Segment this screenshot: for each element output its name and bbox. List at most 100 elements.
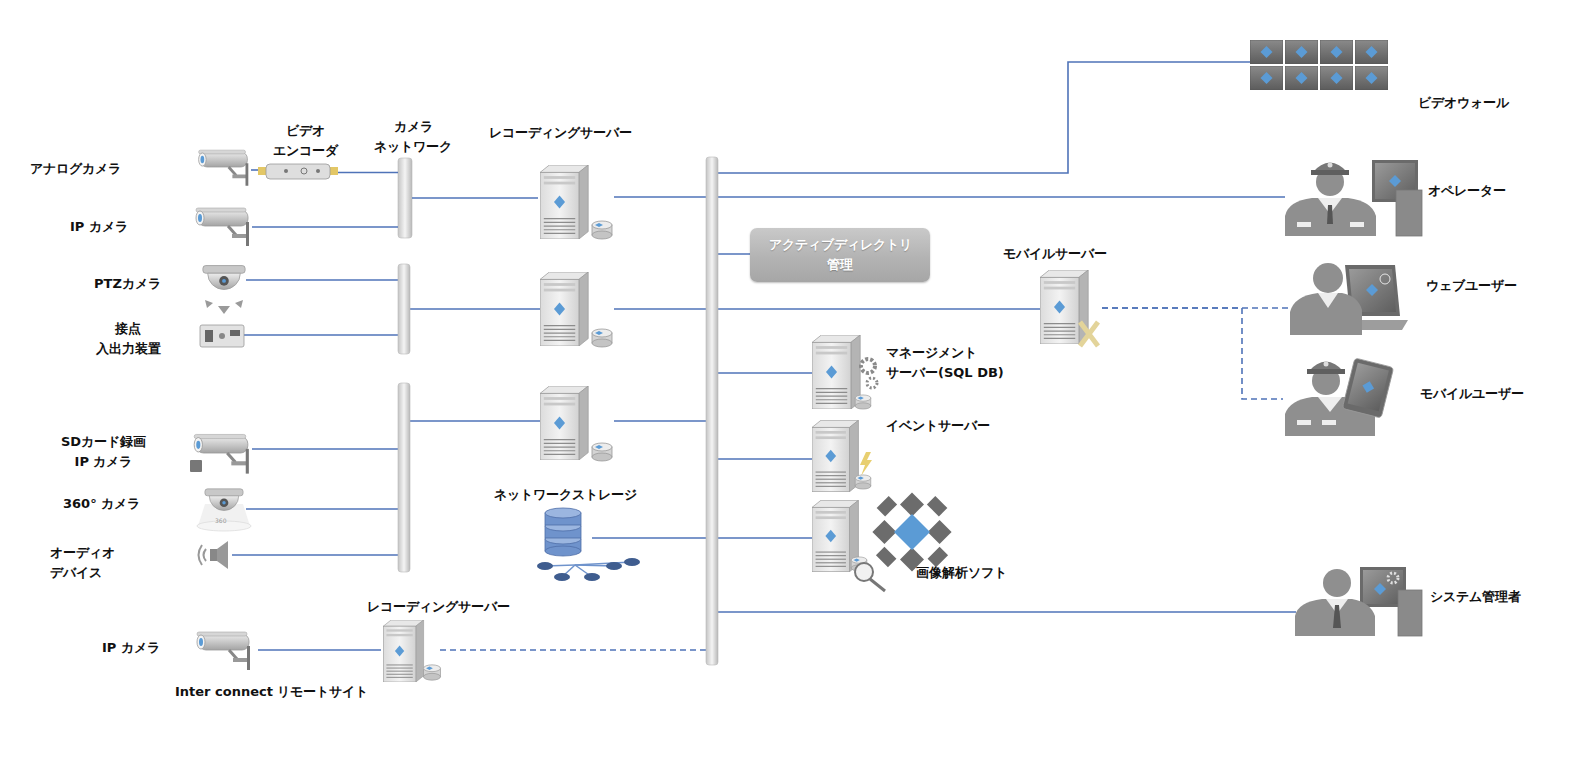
node-label: オペレーター [1428, 181, 1518, 201]
wire [614, 196, 706, 198]
device-node: カメラ ネットワーク [398, 158, 412, 238]
pc-tower [1398, 590, 1422, 636]
wire [246, 508, 398, 510]
backbone-bar [706, 157, 718, 665]
wire [232, 554, 398, 556]
collar [1318, 293, 1338, 308]
screen-tile [1355, 66, 1388, 90]
wire [718, 253, 752, 255]
device-node: マネージメント サーバー(SQL DB) [810, 333, 882, 411]
video-encoder-icon [258, 164, 338, 179]
cap-brim [1311, 170, 1349, 175]
network-bar [398, 264, 410, 354]
cap-brim [1307, 369, 1345, 374]
puzzle-piece [928, 520, 952, 544]
device-node: アナログカメラ [193, 150, 251, 190]
wire [718, 458, 812, 460]
tablet-body [1342, 358, 1393, 418]
node-label: レコーディングサーバー [358, 597, 518, 617]
node-label: モバイルユーザー [1420, 384, 1540, 404]
wire [410, 308, 540, 310]
network-link [412, 197, 538, 199]
network-link [252, 226, 398, 228]
screen-tile [1285, 40, 1318, 64]
disk-icon [424, 665, 441, 680]
network-bar [398, 158, 412, 238]
device-node: モバイルサーバー [1038, 268, 1102, 348]
device-node: オーディオ デバイス [196, 538, 236, 574]
badge [1297, 420, 1311, 425]
node-label: SDカード録画 IP カメラ [56, 432, 151, 472]
node-label: カメラ ネットワーク [368, 117, 458, 157]
wire [718, 62, 1250, 173]
cap-badge [1324, 362, 1329, 367]
wire [718, 196, 1285, 198]
device-node: ビデオウォール [1246, 36, 1390, 94]
person-body [1285, 198, 1376, 236]
speaker-cone [217, 541, 228, 569]
screen-tile [1285, 66, 1318, 90]
lightning [860, 452, 872, 476]
globe [1380, 274, 1390, 284]
wire [410, 420, 540, 422]
wire [614, 420, 706, 422]
system-admin-figure [1295, 567, 1422, 636]
device-node: ウェブユーザー [1288, 261, 1408, 337]
server-icon [540, 165, 588, 239]
sd-camera-icon [194, 434, 249, 473]
tablet-screen [1348, 363, 1389, 411]
site-label: Inter connect リモートサイト [175, 683, 368, 701]
screen-diamond [1374, 583, 1386, 595]
server-icon [540, 386, 588, 460]
puzzle-piece [900, 492, 924, 516]
directory-box: アクティブディレクトリ 管理 [750, 228, 930, 282]
operator-figure [1285, 160, 1422, 236]
node-label: ビデオ エンコーダ [265, 121, 345, 161]
cylinder [545, 508, 581, 518]
person-body [1290, 293, 1362, 335]
knob [301, 168, 307, 174]
wire [246, 279, 398, 281]
mobile-mark [1080, 322, 1098, 346]
analog-camera-icon [199, 150, 249, 186]
disk-icon [592, 329, 612, 347]
device-node: ネットワークストレージ [533, 508, 643, 582]
gear [867, 378, 877, 388]
node-label: IP カメラ [102, 638, 172, 658]
puzzle-center [894, 514, 930, 550]
wire [718, 372, 812, 374]
puzzle-piece [928, 547, 949, 568]
node-label: ウェブユーザー [1426, 276, 1526, 296]
wire [252, 448, 398, 450]
disk-icon [592, 443, 612, 461]
device-node: レコーディングサーバー [538, 162, 616, 240]
server-icon [812, 420, 858, 491]
pc-tower [1396, 190, 1422, 236]
network-link [1102, 308, 1283, 399]
device-node: 360° カメラ [198, 488, 248, 532]
screen-tile [1250, 66, 1283, 90]
video-wall-icon [1250, 40, 1388, 90]
dome-icon [205, 489, 243, 511]
node-label: アナログカメラ [30, 159, 130, 179]
encoder-body [266, 164, 330, 179]
sd-card [190, 460, 202, 472]
mobile-user-figure [1285, 358, 1394, 436]
puzzle-piece [877, 496, 898, 517]
node-label: システム管理者 [1430, 587, 1540, 607]
device-node: イベントサーバー [810, 418, 872, 494]
node-label: IP カメラ [70, 217, 140, 237]
node-label: 360° カメラ [63, 494, 143, 514]
io-box [200, 325, 244, 347]
speaker-icon [199, 541, 229, 569]
device-node: 画像解析ソフト [810, 498, 960, 592]
badge [1350, 222, 1364, 227]
arrow-mark [205, 300, 213, 308]
screen-tile [1320, 40, 1353, 64]
device-node: PTZカメラ [198, 264, 248, 316]
gear [861, 359, 875, 373]
tie [1333, 605, 1341, 628]
led [284, 169, 288, 173]
